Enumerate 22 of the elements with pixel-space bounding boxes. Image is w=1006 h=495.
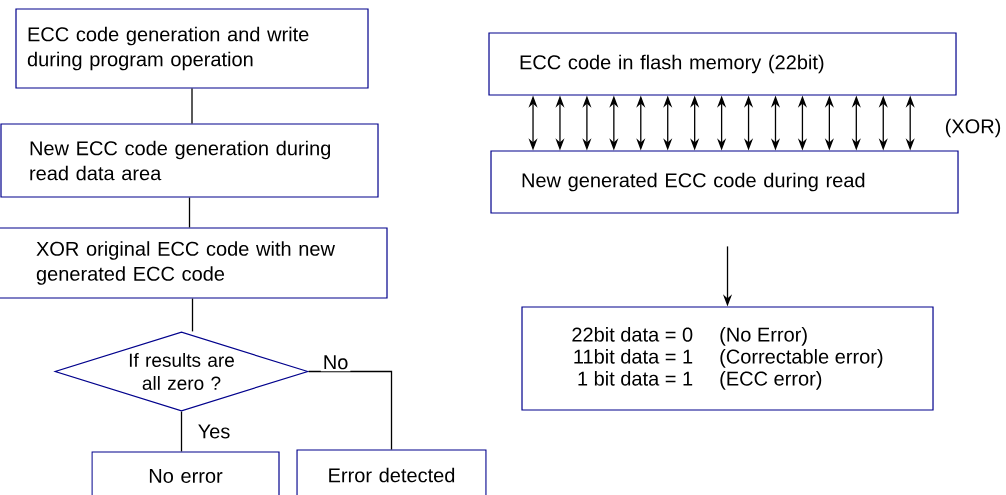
result-text: (ECC error) — [720, 371, 822, 390]
result-text: (Correctable error) — [720, 349, 883, 368]
result-text: (No Error) — [720, 327, 807, 346]
result-text: 1 bit data = 1 — [578, 371, 693, 386]
result-text: 22bit data = 0 — [572, 327, 693, 342]
result-box — [521, 306, 934, 411]
result-text: 11bit data = 1 — [574, 349, 693, 364]
process-box: ECC code generation and write during program operation — [15, 8, 369, 89]
operation-label: (XOR) — [945, 118, 1001, 138]
register-box: ECC code in flash memory (22bit) — [488, 32, 957, 96]
connector-line — [191, 87, 193, 125]
result-box: No error — [91, 451, 280, 495]
connector-line — [180, 410, 183, 453]
edge-label: Yes — [195, 422, 233, 441]
process-box: New ECC code generation during read data area — [0, 123, 379, 198]
connector-line — [191, 297, 194, 333]
process-box: XOR original ECC code with new generated ECC code — [0, 227, 388, 299]
edge-label: No — [320, 353, 351, 372]
connector-line — [188, 196, 191, 229]
register-box: New generated ECC code during read — [490, 150, 959, 214]
connector-line — [307, 370, 393, 451]
result-box: Error detected — [296, 449, 487, 495]
